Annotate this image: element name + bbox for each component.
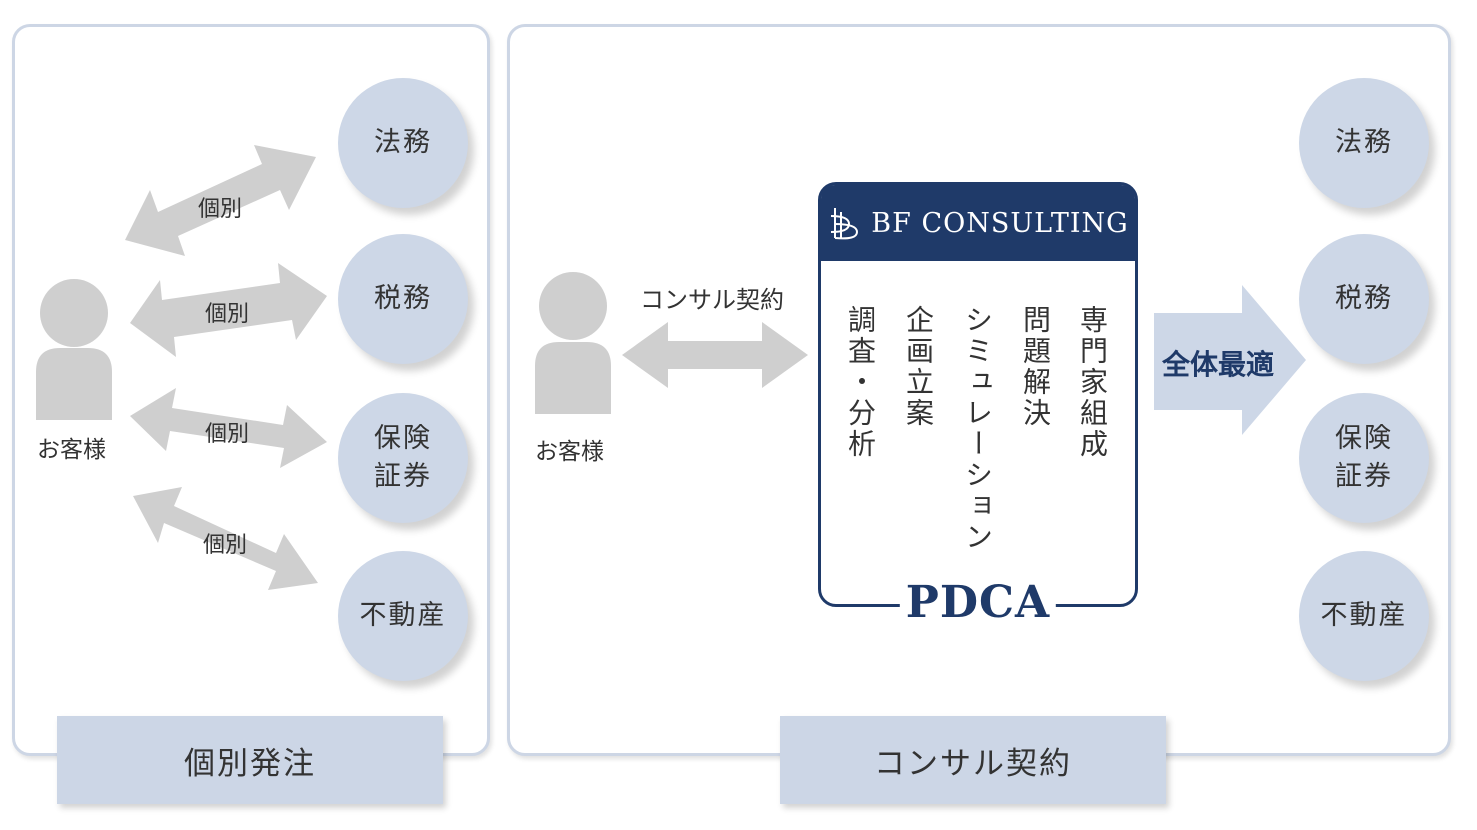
task-column-1: 専門家組成 <box>1076 305 1109 460</box>
service-legal-right: 法務 <box>1299 78 1429 208</box>
service-insurance-left: 保険証券 <box>338 393 468 523</box>
service-label: 保険 <box>374 423 432 454</box>
contract-double-arrow <box>622 322 808 388</box>
customer-label-right: お客様 <box>535 439 604 465</box>
service-insurance-right: 保険証券 <box>1299 393 1429 523</box>
bf-logo-text: BF CONSULTING <box>871 207 1129 239</box>
task-column-2: 問題解決 <box>1019 305 1052 429</box>
service-label: 不動産 <box>359 600 447 631</box>
customer-label-left: お客様 <box>37 437 106 463</box>
optimization-arrow <box>1154 285 1306 435</box>
service-label: 証券 <box>1335 461 1393 492</box>
service-label: 税務 <box>374 283 432 314</box>
bf-logo-icon <box>831 208 859 240</box>
bf-header: BF CONSULTING <box>821 185 1135 261</box>
service-realestate-right: 不動産 <box>1299 551 1429 681</box>
double-arrow-4 <box>133 487 318 590</box>
consulting-contract-title: コンサル契約 <box>780 716 1166 804</box>
arrow-label-2: 個別 <box>205 302 250 327</box>
service-tax-left: 税務 <box>338 234 468 364</box>
service-label: 法務 <box>374 127 432 158</box>
optimization-label: 全体最適 <box>1162 348 1275 381</box>
service-label: 税務 <box>1335 283 1393 314</box>
service-tax-right: 税務 <box>1299 234 1429 364</box>
service-realestate-left: 不動産 <box>338 551 468 681</box>
double-arrow-2 <box>130 263 327 357</box>
arrow-label-1: 個別 <box>198 197 243 222</box>
service-legal-left: 法務 <box>338 78 468 208</box>
individual-order-title: 個別発注 <box>57 716 443 804</box>
double-arrow-3 <box>130 388 327 468</box>
task-column-4: 企画立案 <box>902 305 935 429</box>
task-column-3: シミュレーション <box>961 305 994 553</box>
service-label: 保険 <box>1335 423 1393 454</box>
task-column-5: 調査・分析 <box>844 305 877 460</box>
customer-icon-right <box>535 272 611 414</box>
service-label: 法務 <box>1335 127 1393 158</box>
pdca-label: PDCA <box>899 577 1057 628</box>
customer-icon-left <box>36 279 112 420</box>
arrow-label-4: 個別 <box>203 533 248 558</box>
service-label: 不動産 <box>1320 600 1408 631</box>
arrow-label-3: 個別 <box>205 422 250 447</box>
double-arrow-1 <box>125 145 316 256</box>
contract-arrow-label: コンサル契約 <box>640 286 784 314</box>
bf-consulting-card: BF CONSULTING 専門家組成 問題解決 シミュレーション 企画立案 調… <box>818 182 1138 628</box>
service-label: 証券 <box>374 461 432 492</box>
